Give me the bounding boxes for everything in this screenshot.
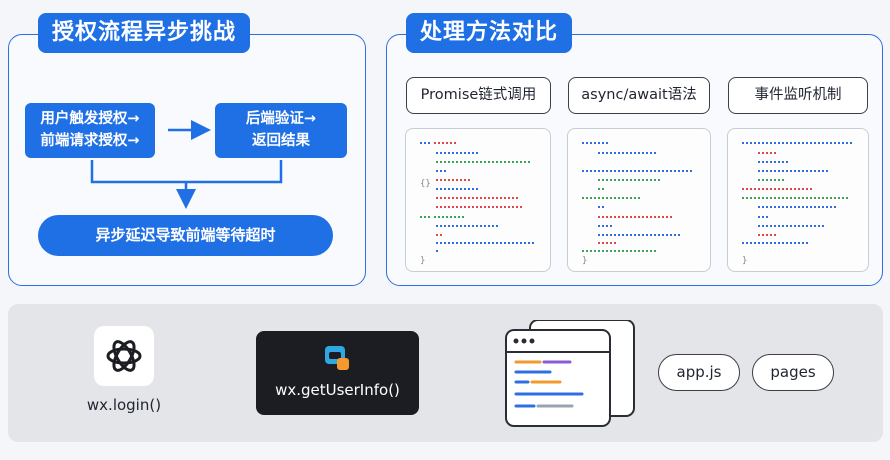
method-label-event-listener: 事件监听机制 [728, 77, 868, 114]
code-windows-icon [505, 320, 635, 427]
svg-text:{}: {} [420, 179, 431, 189]
svg-text:}: } [742, 256, 747, 266]
mini-program-icon [325, 346, 349, 370]
comparison-panel-title: 处理方法对比 [406, 13, 573, 53]
code-illustration-event-listener: } [742, 142, 852, 266]
svg-text:}: } [420, 256, 425, 266]
wx-login-caption: wx.login() [86, 396, 162, 414]
method-label-promise: Promise链式调用 [406, 77, 551, 114]
wx-getuserinfo-card: wx.getUserInfo() [256, 331, 419, 415]
openai-logo-icon [106, 340, 142, 372]
flow-step-response-line-2: 返回结果 [252, 133, 310, 149]
svg-text:}: } [582, 256, 587, 266]
flow-step-request-line-1: 用户触发授权→ [40, 111, 140, 127]
code-card-promise: {} } [405, 128, 551, 272]
code-card-async-await: } [567, 128, 711, 272]
flow-step-response: 后端验证→ 返回结果 [215, 103, 347, 158]
chip-pages: pages [752, 354, 834, 391]
method-label-async-await: async/await语法 [568, 77, 710, 114]
code-illustration-promise: {} } [420, 142, 534, 266]
wx-getuserinfo-caption: wx.getUserInfo() [275, 381, 400, 399]
chip-app-js: app.js [658, 354, 740, 391]
flow-step-request: 用户触发授权→ 前端请求授权→ [25, 103, 155, 158]
openai-logo-tile [94, 326, 154, 386]
flow-result-pill: 异步延迟导致前端等待超时 [38, 215, 333, 256]
code-card-event-listener: } [727, 128, 869, 272]
challenge-panel-title: 授权流程异步挑战 [38, 13, 251, 53]
code-illustration-async-await: } [582, 142, 692, 266]
flow-step-response-line-1: 后端验证→ [245, 111, 317, 127]
flow-step-request-line-2: 前端请求授权→ [40, 133, 140, 149]
